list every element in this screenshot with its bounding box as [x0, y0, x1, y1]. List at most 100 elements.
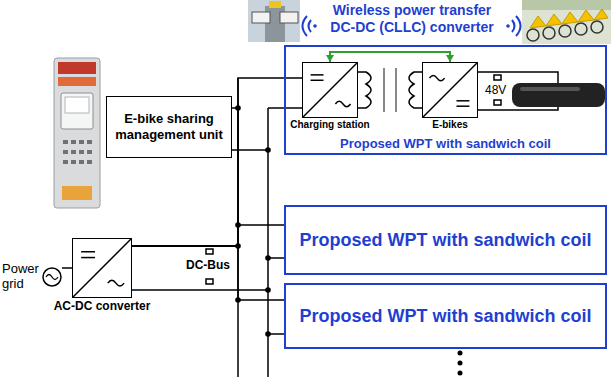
converter-label: Charging station — [290, 119, 369, 130]
dc-symbol — [456, 100, 469, 102]
converter-label: AC-DC converter — [54, 299, 151, 313]
converter-label: E-bikes — [432, 119, 468, 130]
wpt-module-box: Proposed WPT with sandwich coil Charging … — [284, 45, 607, 155]
junction-dot — [265, 255, 271, 261]
wpt-module-box: Proposed WPT with sandwich coil — [284, 283, 607, 349]
kiosk-key — [71, 160, 76, 164]
terminal-mark — [206, 279, 213, 284]
coils — [358, 68, 422, 112]
secondary-coil — [409, 72, 422, 108]
photo-ground — [248, 0, 300, 42]
dc-symbol — [311, 74, 324, 76]
converter-box: Charging station — [302, 62, 358, 118]
kiosk-banner — [58, 62, 96, 74]
ac-symbol — [46, 275, 58, 280]
kiosk-key — [79, 160, 84, 164]
wheel — [527, 29, 539, 41]
bike-frame — [530, 9, 608, 28]
wave-arc — [516, 16, 521, 36]
module-title: Proposed WPT with sandwich coil — [340, 136, 551, 151]
wheel — [575, 23, 587, 35]
converter-symbol — [73, 239, 131, 297]
voltage-label: 48V — [485, 83, 506, 97]
module-title: Proposed WPT with sandwich coil — [299, 230, 591, 251]
wave-dot — [506, 24, 510, 28]
connector — [326, 52, 454, 62]
connector-line — [62, 267, 72, 269]
kiosk-key — [63, 160, 68, 164]
converter-diagonal — [423, 63, 477, 117]
kiosk-key — [63, 140, 68, 144]
arrowhead — [326, 55, 334, 62]
connector-line — [132, 225, 284, 246]
post-sign — [280, 12, 298, 23]
connector-line — [132, 246, 284, 300]
connector — [132, 246, 284, 300]
converter-diagonal — [303, 63, 357, 117]
kiosk-key — [79, 150, 84, 154]
wpt-module-box: Proposed WPT with sandwich coil — [284, 205, 607, 275]
ellipsis-dot — [458, 351, 463, 356]
converter-box: E-bikes — [422, 62, 478, 118]
junction-dot — [265, 287, 271, 293]
kiosk-banner — [58, 77, 96, 86]
dc-symbol — [311, 80, 324, 82]
wheel — [591, 21, 603, 33]
unit-label: E-bike sharing management unit — [111, 111, 227, 142]
wheel — [543, 27, 555, 39]
primary-coil — [358, 72, 371, 108]
arrowhead — [446, 55, 454, 62]
kiosk-key — [79, 140, 84, 144]
converter-symbol — [303, 63, 357, 117]
battery-highlight — [520, 87, 580, 91]
junction-dot — [265, 331, 271, 337]
battery-wire — [478, 107, 558, 110]
ac-symbol — [108, 280, 124, 286]
post-sign — [252, 12, 270, 23]
kiosk-key — [63, 150, 68, 154]
kiosk-body — [54, 58, 100, 208]
post — [265, 6, 285, 42]
terminal-mark — [494, 75, 501, 80]
kiosk-key — [87, 150, 92, 154]
kiosk-logo — [62, 186, 92, 200]
ac-symbol — [429, 75, 444, 80]
kiosk-photo — [54, 58, 100, 208]
bus-wire — [132, 289, 268, 291]
battery-wire — [478, 72, 558, 83]
battery-body — [512, 83, 605, 107]
kiosk-key — [71, 150, 76, 154]
converter-title: Wireless power transfer DC-DC (CLLC) con… — [322, 2, 502, 36]
ellipsis-dot — [458, 361, 463, 366]
wave-dot — [313, 24, 317, 28]
source-label: Power grid — [2, 262, 40, 292]
kiosk-panel — [61, 93, 93, 129]
connector — [132, 225, 284, 246]
wave-arc — [309, 20, 312, 32]
kiosk-screen — [65, 97, 89, 113]
converter-diagonal — [73, 239, 131, 297]
management-box: E-bike sharing management unit — [106, 96, 232, 158]
converter-box: AC-DC converter — [72, 238, 132, 298]
dc-symbol — [456, 105, 469, 107]
kiosk-key — [71, 140, 76, 144]
continuation-dots — [458, 351, 463, 376]
wheel — [559, 25, 571, 37]
converter-symbol — [423, 63, 477, 117]
photo-ground — [522, 0, 611, 44]
source-circle — [43, 268, 61, 286]
kiosk-key — [87, 160, 92, 164]
photo-trees — [522, 0, 611, 10]
junction-dot — [265, 147, 271, 153]
ac-symbol — [335, 101, 350, 106]
ebikes-photo — [522, 0, 611, 44]
sandwich-plate — [383, 68, 385, 112]
wave-arc — [303, 16, 308, 36]
junction-dots — [235, 105, 271, 337]
module-title: Proposed WPT with sandwich coil — [299, 306, 591, 327]
ac-source: Power grid — [2, 254, 62, 300]
terminal-mark — [206, 249, 213, 254]
dc-symbol — [81, 257, 95, 259]
terminal-mark — [494, 100, 501, 105]
